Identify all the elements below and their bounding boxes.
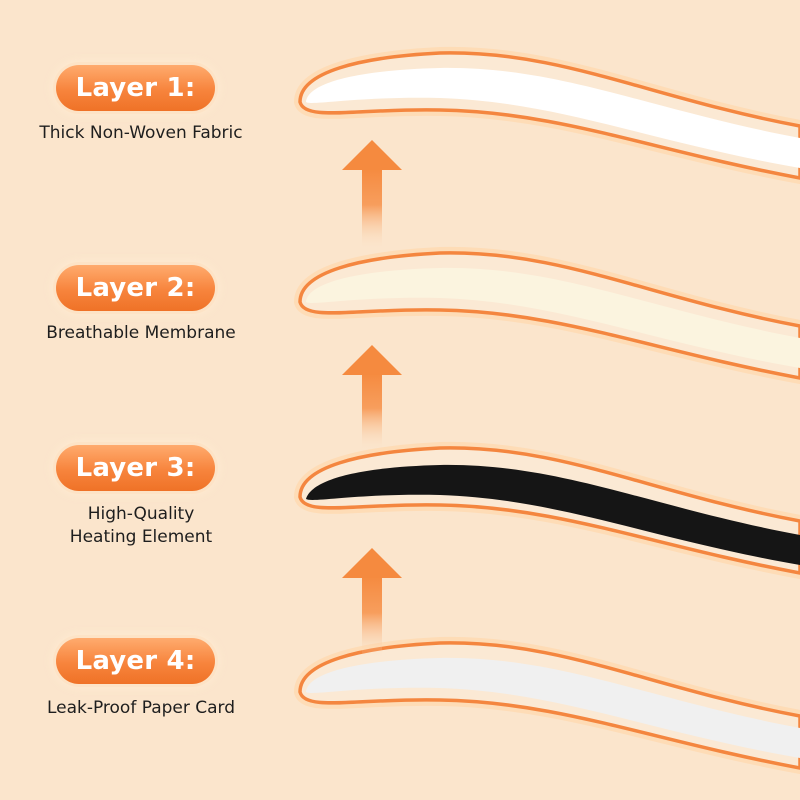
layer-2-membrane-strip [294, 246, 800, 384]
layer-3-description-line-2: Heating Element [69, 527, 213, 547]
layer-3-description-line-1: High-Quality [87, 504, 195, 524]
layer-3-description: High-Quality Heating Element [10, 503, 272, 549]
layer-1-inner [306, 67, 800, 168]
layer-1-description-line: Thick Non-Woven Fabric [39, 123, 243, 143]
arrow-up-icon [342, 140, 402, 250]
layer-4-description-line: Leak-Proof Paper Card [46, 698, 236, 718]
layer-3-heating-strip [294, 441, 800, 579]
layer-3-badge: Layer 3: [56, 445, 215, 491]
layer-2-inner [306, 267, 800, 368]
layer-2-badge: Layer 2: [56, 265, 215, 311]
arrow-up-icon [342, 548, 402, 658]
layer-4-paper-strip [294, 636, 800, 774]
arrow-up-icon [342, 345, 402, 451]
layer-2-description-line: Breathable Membrane [46, 323, 236, 343]
layer-4-inner [306, 657, 800, 758]
layer-1-badge: Layer 1: [56, 65, 215, 111]
layer-2-description: Breathable Membrane [10, 322, 272, 345]
layer-1-description: Thick Non-Woven Fabric [10, 122, 272, 145]
layer-4-badge: Layer 4: [56, 638, 215, 684]
layer-3-inner [306, 464, 800, 565]
layer-4-description: Leak-Proof Paper Card [10, 697, 272, 720]
layer-1-fabric-strip [294, 46, 800, 184]
